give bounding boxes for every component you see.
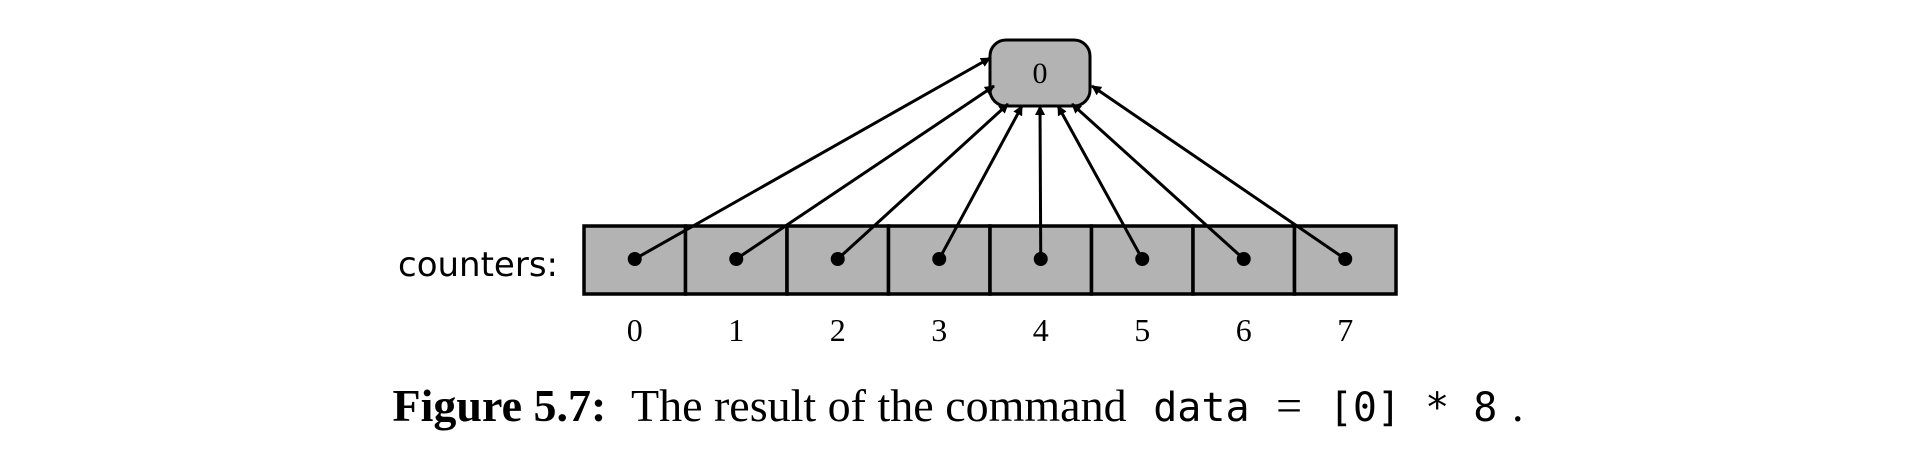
reference-dot-7 bbox=[1338, 252, 1353, 266]
reference-arrow-5 bbox=[1056, 105, 1144, 260]
caption-period: . bbox=[1512, 380, 1524, 431]
reference-dot-3 bbox=[932, 252, 947, 266]
reference-dot-2 bbox=[830, 252, 845, 266]
array-label: counters: bbox=[398, 245, 558, 285]
reference-arrow-4 bbox=[1035, 105, 1046, 260]
reference-dot-6 bbox=[1236, 252, 1251, 266]
index-label-4: 4 bbox=[1033, 312, 1049, 348]
index-label-0: 0 bbox=[627, 312, 643, 348]
caption-code-var: data bbox=[1153, 385, 1249, 431]
reference-arrow-7 bbox=[1091, 84, 1347, 261]
index-labels: 0 1 2 3 4 5 6 7 bbox=[627, 312, 1354, 348]
reference-arrow-1 bbox=[735, 84, 995, 261]
reference-dot-1 bbox=[729, 252, 744, 266]
reference-arrow-3 bbox=[937, 105, 1024, 260]
target-value: 0 bbox=[1033, 57, 1048, 90]
caption-code-eq: = bbox=[1276, 380, 1302, 431]
caption-code-expr: [0] * 8 bbox=[1329, 385, 1498, 431]
reference-arrow-2 bbox=[836, 102, 1010, 261]
caption-label: Figure 5.7: bbox=[393, 380, 607, 431]
reference-arrow-0 bbox=[634, 56, 991, 261]
caption-text: The result of the command bbox=[631, 380, 1127, 431]
index-label-2: 2 bbox=[830, 312, 846, 348]
reference-arrow-6 bbox=[1070, 102, 1245, 261]
target-object: 0 bbox=[988, 38, 1092, 108]
reference-arrows bbox=[627, 56, 1353, 266]
reference-dot-4 bbox=[1033, 252, 1048, 266]
index-label-6: 6 bbox=[1236, 312, 1252, 348]
figure-caption: Figure 5.7: The result of the command da… bbox=[393, 378, 1524, 432]
index-label-3: 3 bbox=[931, 312, 947, 348]
index-label-5: 5 bbox=[1134, 312, 1150, 348]
reference-dot-5 bbox=[1135, 252, 1150, 266]
array-cells bbox=[582, 224, 1398, 296]
reference-dot-0 bbox=[627, 252, 642, 266]
index-label-7: 7 bbox=[1337, 312, 1353, 348]
index-label-1: 1 bbox=[728, 312, 744, 348]
